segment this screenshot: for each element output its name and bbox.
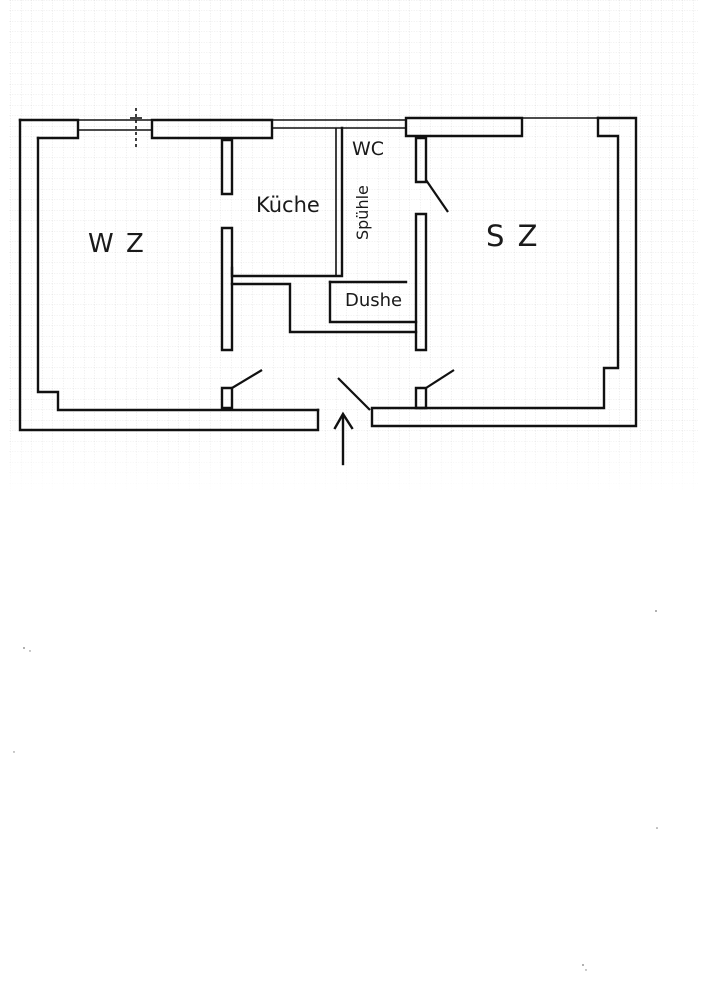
label-kitchen: Küche (256, 193, 320, 217)
arrow-up-icon (333, 411, 354, 466)
inner-walls (220, 126, 428, 410)
scan-specks (13, 610, 658, 971)
door-entrance (337, 377, 371, 411)
door-wc (425, 179, 449, 213)
door-bedroom (425, 369, 455, 389)
window-mark (130, 108, 142, 150)
doors (231, 179, 455, 411)
label-sink-niche: Spühle (353, 185, 372, 240)
label-wc: WC (352, 138, 384, 160)
label-shower: Dushe (345, 290, 402, 311)
outer-walls (18, 116, 638, 432)
door-living (231, 369, 263, 389)
label-bedroom: S Z (486, 219, 540, 253)
label-living-room: W Z (88, 229, 146, 259)
